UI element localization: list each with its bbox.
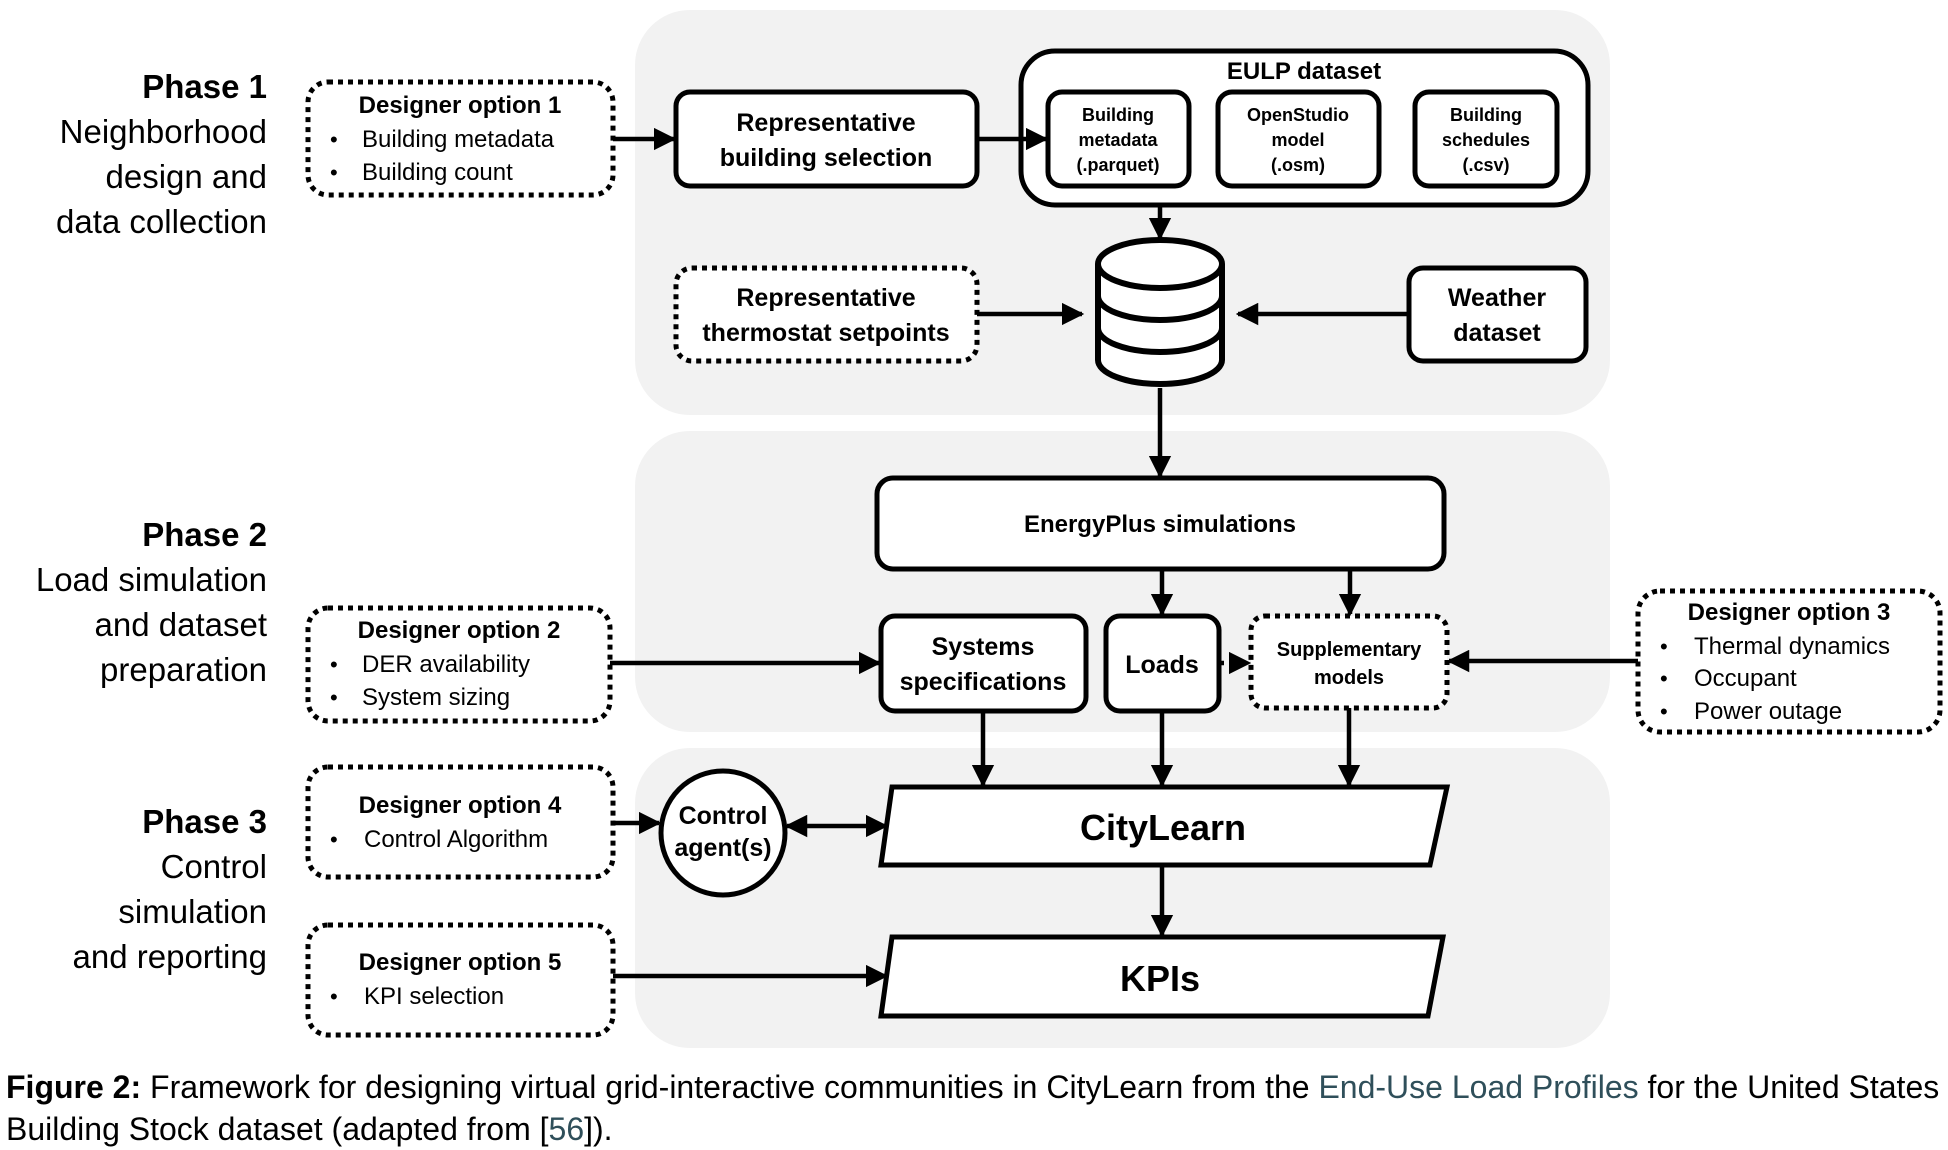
designer-option-3: Designer option 3 • Thermal dynamics • O… (1635, 588, 1943, 735)
connectors (610, 127, 1638, 988)
citylearn-label: CityLearn (1080, 807, 1246, 848)
caption-text: ]). (584, 1111, 613, 1147)
eulp-dataset-title: EULP dataset (1227, 58, 1381, 85)
phase-3-line: Control (160, 848, 267, 885)
designer-option-5-title: Designer option 5 (359, 949, 562, 976)
eulp-model-box (1215, 89, 1382, 189)
designer-option-3-title: Designer option 3 (1688, 599, 1891, 626)
eulp-model-line: OpenStudio (1247, 105, 1349, 125)
kpis-label: KPIs (1120, 958, 1200, 999)
bullet: • (330, 827, 338, 852)
framework-diagram: Designer option 1 • Building metadata • … (305, 10, 1943, 1048)
designer-option-3-item: Power outage (1694, 698, 1842, 725)
control-agent-node: Control agent(s) (658, 768, 788, 898)
designer-option-3-item: Occupant (1694, 665, 1797, 692)
figure-caption: Figure 2: Framework for designing virtua… (6, 1066, 1946, 1150)
control-agent-line-1: Control (679, 802, 768, 830)
phase-3-line: and reporting (72, 938, 267, 975)
designer-option-2-title: Designer option 2 (358, 617, 561, 644)
designer-option-1: Designer option 1 • Building metadata • … (305, 79, 616, 198)
designer-option-2-item: System sizing (362, 684, 510, 711)
designer-option-2-item: DER availability (362, 651, 530, 678)
eulp-metadata-line: metadata (1078, 130, 1158, 150)
eulp-model-line: (.osm) (1271, 155, 1325, 175)
phase-2-line: preparation (100, 651, 267, 688)
energyplus-node: EnergyPlus simulations (874, 475, 1447, 572)
eulp-schedules-line: Building (1450, 105, 1522, 125)
eulp-schedules-box (1412, 89, 1560, 189)
designer-option-3-item: Thermal dynamics (1694, 633, 1890, 660)
designer-option-5-item: KPI selection (364, 983, 504, 1010)
phase-1-line: Neighborhood (59, 113, 267, 150)
phase-1-title: Phase 1 (142, 68, 267, 105)
control-agent-line-2: agent(s) (674, 834, 771, 862)
designer-option-5: Designer option 5 • KPI selection (305, 922, 616, 1038)
phase-3-title: Phase 3 (142, 803, 267, 840)
phase-3-label: Phase 3 Control simulation and reporting (73, 799, 267, 979)
thermostat-line-1: Representative (736, 284, 915, 312)
designer-option-4-title: Designer option 4 (359, 792, 562, 819)
eulp-metadata-line: Building (1082, 105, 1154, 125)
loads-label: Loads (1125, 651, 1199, 679)
bullet: • (330, 160, 338, 185)
designer-option-1-title: Designer option 1 (359, 92, 562, 119)
phase-3-line: simulation (118, 893, 267, 930)
designer-option-1-item: Building metadata (362, 126, 555, 153)
caption-text: for the United States Building Stock dat… (6, 1069, 1940, 1147)
kpis-node: KPIs (878, 934, 1447, 1019)
supplementary-models-node: Supplementary models (1248, 613, 1450, 711)
designer-option-4-item: Control Algorithm (364, 826, 548, 853)
designer-option-2: Designer option 2 • DER availability • S… (305, 605, 613, 724)
bullet: • (330, 127, 338, 152)
phase-2-label: Phase 2 Load simulation and dataset prep… (36, 512, 267, 692)
weather-line-2: dataset (1453, 319, 1541, 347)
caption-label: Figure 2: (6, 1069, 142, 1105)
phase-2-line: Load simulation (35, 561, 267, 598)
bullet: • (1660, 699, 1668, 724)
phase-2-title: Phase 2 (142, 516, 267, 553)
designer-option-4: Designer option 4 • Control Algorithm (305, 764, 616, 880)
eulp-metadata-line: (.parquet) (1077, 155, 1160, 175)
eulp-dataset-group: EULP dataset Building metadata (.parquet… (1018, 48, 1591, 208)
phase-2-line: and dataset (94, 606, 267, 643)
systems-line-2: specifications (900, 668, 1067, 696)
citylearn-node: CityLearn (878, 784, 1451, 868)
caption-text: Framework for designing virtual grid-int… (141, 1069, 1319, 1105)
thermostat-line-2: thermostat setpoints (702, 319, 949, 347)
eulp-schedules-line: (.csv) (1462, 155, 1509, 175)
weather-dataset-node: Weather dataset (1406, 265, 1589, 364)
reference-link[interactable]: 56 (548, 1111, 585, 1147)
bullet: • (330, 685, 338, 710)
bullet: • (1660, 666, 1668, 691)
weather-line-1: Weather (1448, 284, 1546, 312)
building-selection-node: Representative building selection (673, 89, 980, 189)
energyplus-label: EnergyPlus simulations (1024, 511, 1296, 538)
supplementary-line-2: models (1314, 667, 1384, 689)
building-selection-line-2: building selection (720, 144, 933, 172)
phase-1-line: data collection (56, 203, 267, 240)
building-selection-line-1: Representative (736, 109, 915, 137)
database-icon (1095, 237, 1225, 387)
systems-specifications-node: Systems specifications (878, 613, 1089, 714)
thermostat-setpoints-node: Representative thermostat setpoints (673, 265, 980, 364)
loads-node: Loads (1103, 613, 1222, 714)
phase-1-label: Phase 1 Neighborhood design and data col… (56, 64, 267, 244)
bullet: • (330, 652, 338, 677)
eulp-link[interactable]: End-Use Load Profiles (1318, 1069, 1639, 1105)
eulp-schedules-line: schedules (1442, 130, 1530, 150)
phase-1-line: design and (105, 158, 267, 195)
bullet: • (1660, 634, 1668, 659)
eulp-model-line: model (1271, 130, 1324, 150)
designer-option-1-item: Building count (362, 159, 513, 186)
bullet: • (330, 984, 338, 1009)
supplementary-line-1: Supplementary (1277, 639, 1422, 661)
systems-line-1: Systems (932, 633, 1035, 661)
